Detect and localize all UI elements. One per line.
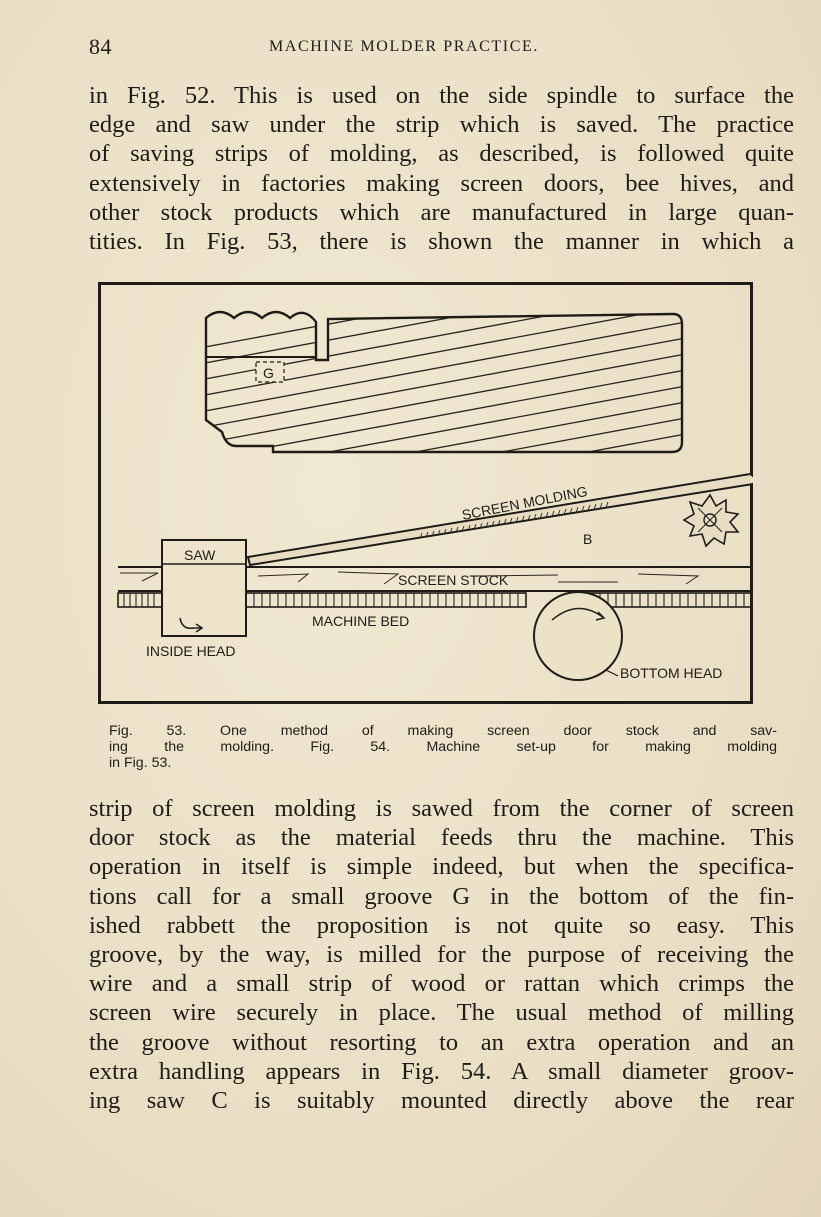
text-line: ing saw C is suitably mounted directly a… [89, 1087, 794, 1115]
grooving-saw-c: C [682, 493, 753, 548]
saw-block: SAW [161, 539, 247, 637]
text-line: screen wire securely in place. The usual… [89, 999, 794, 1027]
text-line: wire and a small strip of wood or rattan… [89, 970, 794, 998]
label-bottom-head: BOTTOM HEAD [620, 665, 722, 681]
page-number: 84 [89, 34, 112, 59]
page-header: 84 MACHINE MOLDER PRACTICE. [89, 34, 794, 60]
text-line: door stock as the material feeds thru th… [89, 824, 794, 852]
text-line: groove, by the way, is milled for the pu… [89, 941, 794, 969]
text-line: extensively in factories making screen d… [89, 169, 794, 197]
paragraph-bottom: strip of screen molding is sawed from th… [89, 794, 794, 1115]
text-line: strip of screen molding is sawed from th… [89, 795, 794, 822]
text-line: the groove without resorting to an extra… [89, 1028, 794, 1056]
screen-door-stock-profile: G [204, 310, 684, 454]
label-inside-head: INSIDE HEAD [146, 643, 235, 659]
figure-caption: Fig. 53. One method of making screen doo… [109, 723, 777, 771]
caption-line: ing the molding. Fig. 54. Machine set-up… [109, 739, 777, 755]
text-line: other stock products which are manufactu… [89, 198, 794, 226]
text-line: edge and saw under the strip which is sa… [89, 111, 794, 139]
text-line: extra handling appears in Fig. 54. A sma… [89, 1057, 794, 1085]
caption-line: in Fig. 53. [109, 755, 172, 771]
bottom-head: BOTTOM HEAD [533, 591, 722, 681]
machine-bed: MACHINE BED [117, 592, 753, 629]
text-line: of saving strips of molding, as describe… [89, 140, 794, 168]
label-b: B [583, 531, 592, 547]
label-machine-bed: MACHINE BED [312, 613, 409, 629]
caption-line: Fig. 53. One method of making screen doo… [109, 723, 777, 739]
figure-53-54: G [98, 282, 753, 704]
label-c: C [750, 515, 753, 531]
text-line: tities. In Fig. 53, there is shown the m… [89, 228, 794, 256]
text-line: ished rabbett the proposition is not qui… [89, 911, 794, 939]
text-line: operation in itself is simple indeed, bu… [89, 853, 794, 881]
figure-drawing: G [98, 282, 753, 704]
screen-molding-strip: SCREEN MOLDING B [246, 472, 753, 567]
label-saw: SAW [184, 547, 216, 563]
figure-frame [98, 282, 753, 704]
running-title: MACHINE MOLDER PRACTICE. [269, 38, 539, 55]
text-line: tions call for a small groove G in the b… [89, 882, 794, 910]
paragraph-top: in Fig. 52. This is used on the side spi… [89, 81, 794, 256]
label-screen-stock: SCREEN STOCK [398, 572, 509, 588]
text-line: in Fig. 52. This is used on the side spi… [89, 82, 794, 109]
label-g: G [263, 365, 274, 381]
